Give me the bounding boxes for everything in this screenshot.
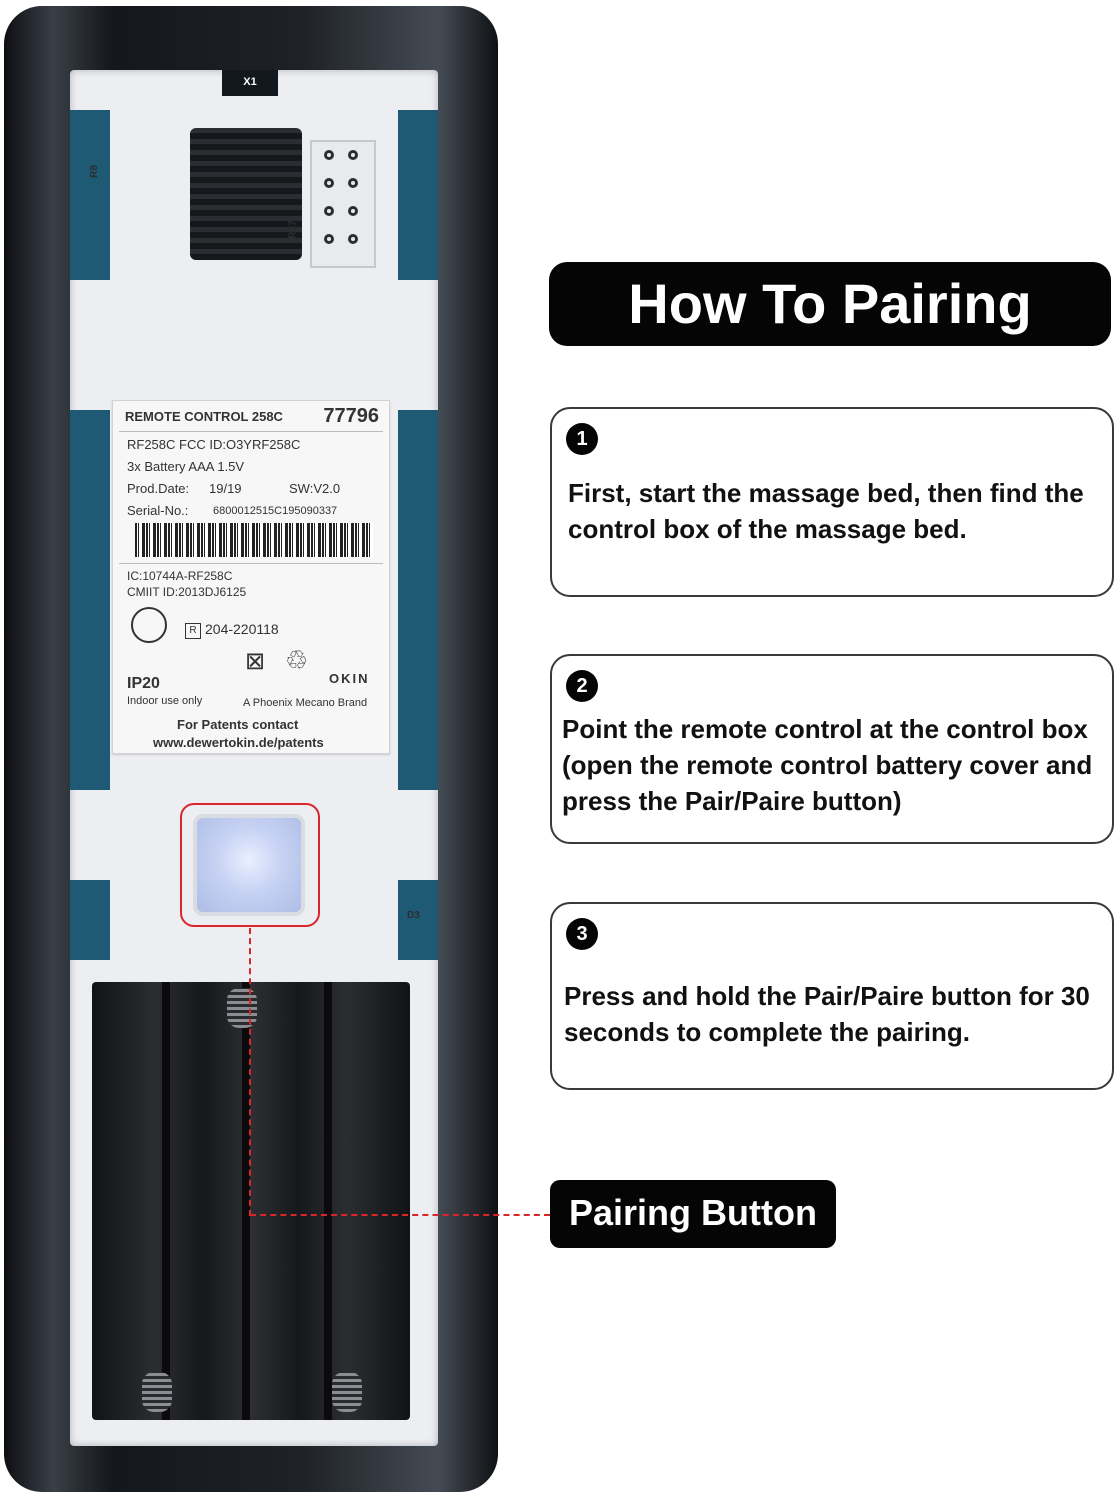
sticker-indoor: Indoor use only (127, 695, 203, 707)
sticker-prod-label: Prod.Date: (127, 481, 190, 496)
sticker-number: 77796 (323, 405, 379, 427)
pin-header (310, 140, 376, 268)
pcb-label-x1: X1 (222, 70, 278, 96)
pcb-edge-left (70, 110, 110, 280)
product-label-sticker: REMOTE CONTROL 258C 77796 RF258C FCC ID:… (112, 400, 390, 754)
sticker-patents: For Patents contact (177, 717, 299, 732)
recycle-icon: ♲ (285, 645, 309, 675)
pcb-label-r8: R8 (88, 165, 100, 178)
sticker-sw: SW:V2.0 (289, 481, 341, 496)
step-3-number: 3 (566, 918, 598, 950)
sticker-ip: IP20 (127, 675, 160, 692)
sticker-cmiit: CMIIT ID:2013DJ6125 (127, 585, 247, 599)
registered-mark-icon: R (185, 623, 201, 639)
step-2-text: Point the remote control at the control … (562, 714, 1093, 816)
battery-tray (92, 982, 410, 1420)
sticker-model: RF258C FCC ID:O3YRF258C (127, 437, 301, 452)
sticker-ic: IC:10744A-RF258C (127, 569, 233, 583)
barcode (135, 523, 373, 557)
battery-spring-right (332, 1372, 362, 1412)
pcb-label-r37: R37 (287, 220, 299, 239)
sticker-serial-label: Serial-No.: (127, 503, 189, 518)
step-1-box: 1 First, start the massage bed, then fin… (550, 407, 1114, 597)
step-3-box: 3 Press and hold the Pair/Paire button f… (550, 902, 1114, 1090)
sticker-url: www.dewertokin.de/patents (153, 735, 324, 750)
battery-spring-top (227, 988, 257, 1028)
pcb-edge-right-mid (398, 410, 438, 790)
guide-line-horizontal (250, 1214, 550, 1216)
battery-spring-left (142, 1372, 172, 1412)
guide-line-vertical (249, 928, 251, 1216)
step-2-box: 2 Point the remote control at the contro… (550, 654, 1114, 844)
step-2-number: 2 (566, 670, 598, 702)
pairing-button-label: Pairing Button (550, 1180, 836, 1248)
step-1-number: 1 (566, 423, 598, 455)
okin-logo: OKIN (329, 671, 370, 686)
pcb-label-d3: D3 (407, 910, 420, 921)
pcb-edge-right (398, 110, 438, 280)
pcb-chip (190, 128, 302, 260)
cert-mark-icon (131, 607, 167, 643)
sticker-battery: 3x Battery AAA 1.5V (127, 459, 245, 474)
sticker-serial: 6800012515C195090337 (213, 505, 338, 517)
pairing-button[interactable] (193, 814, 305, 916)
step-3-text: Press and hold the Pair/Paire button for… (564, 981, 1090, 1047)
sticker-title: REMOTE CONTROL 258C (125, 409, 283, 424)
pairing-button-highlight (180, 803, 320, 927)
sticker-prod-date: 19/19 (209, 481, 242, 496)
pcb-edge-left-low (70, 880, 110, 960)
pcb-edge-left-mid (70, 410, 110, 790)
sticker-brand-line: A Phoenix Mecano Brand (243, 697, 368, 709)
page-title: How To Pairing (549, 262, 1111, 346)
step-1-text: First, start the massage bed, then find … (568, 478, 1084, 544)
pcb-edge-right-low (398, 880, 438, 960)
weee-bin-icon: ⊠ (245, 648, 266, 675)
sticker-cert: 204-220118 (205, 621, 279, 637)
remote-control-body: X1 R8 R37 D3 REMOTE CONTROL 258C 77796 R… (4, 6, 498, 1492)
